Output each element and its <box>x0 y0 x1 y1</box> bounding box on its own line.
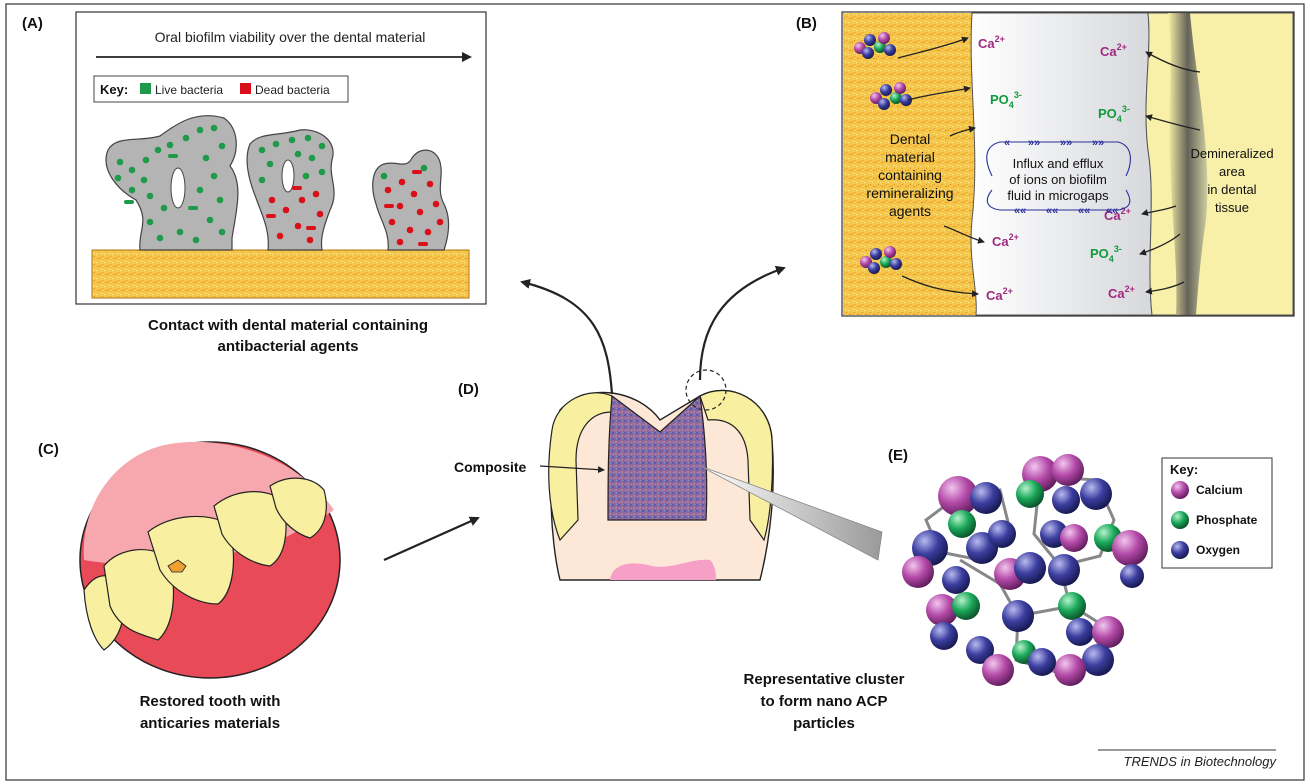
dead-bacteria-swatch <box>240 83 251 94</box>
panel-e: (E) Key: <box>744 447 1273 732</box>
svg-text:»»: »» <box>1092 137 1104 149</box>
panel-c-caption-line1: Restored tooth with <box>140 693 281 710</box>
restoration-filling <box>167 559 187 573</box>
composite-restoration <box>607 394 708 521</box>
viability-arrow-text: Oral biofilm viability over the dental m… <box>155 29 426 45</box>
composite-label: Composite <box>454 459 527 475</box>
panel-a-caption-line1: Contact with dental material containing <box>148 317 428 334</box>
ion-labels: Ca2+ Ca2+ PO43- PO43- Ca2+ Ca2+ PO43- Ca… <box>978 34 1135 303</box>
demin-text-line1: Demineralized <box>1190 146 1273 161</box>
ion-cluster-2 <box>870 82 912 110</box>
panel-d: (D) Composite <box>454 265 883 581</box>
panel-e-caption-line1: Representative cluster <box>744 671 905 688</box>
footer-credit: TRENDS in Biotechnology <box>1124 754 1278 769</box>
phosphate-swatch <box>1171 511 1189 529</box>
arrow-d-to-a <box>520 279 614 395</box>
live-bacteria-label: Live bacteria <box>155 83 223 97</box>
pulp <box>610 559 716 580</box>
ion-flow-arrows <box>897 36 1201 298</box>
flux-text-line1: Influx and efflux <box>1013 156 1104 171</box>
teeth <box>83 477 327 651</box>
composite-pointer <box>539 465 605 474</box>
panel-c: (C) Restored tooth with anticaries mater… <box>38 441 341 732</box>
panel-e-label: (E) <box>888 447 908 464</box>
dead-bacteria-cells <box>266 170 444 246</box>
panel-a: (A) Oral biofilm viability over the dent… <box>22 11 487 355</box>
flux-text-line2: of ions on biofilm <box>1009 172 1107 187</box>
flux-chevrons: « »» »» »» «« «« «« «« <box>1004 137 1118 217</box>
dental-material-slab <box>91 249 470 299</box>
svg-text:«: « <box>1004 137 1010 149</box>
svg-text:««: «« <box>1078 205 1090 217</box>
material-text-line2: material <box>885 149 935 165</box>
panel-c-caption-line2: anticaries materials <box>140 715 280 732</box>
panel-e-caption-line3: particles <box>793 715 855 732</box>
material-text-line1: Dental <box>890 131 930 147</box>
flux-text-line3: fluid in microgaps <box>1007 188 1109 203</box>
dead-bacteria-label: Dead bacteria <box>255 83 330 97</box>
gap-highlight-circle <box>685 369 727 411</box>
panel-a-label: (A) <box>22 15 43 32</box>
svg-text:»»: »» <box>1028 137 1040 149</box>
bacteria-key-box <box>93 75 349 103</box>
acp-cluster-atoms <box>902 454 1148 686</box>
svg-text:PO43-: PO43- <box>1098 104 1130 124</box>
panel-c-label: (C) <box>38 441 59 458</box>
svg-text:»»: »» <box>1060 137 1072 149</box>
calcium-key-label: Calcium <box>1196 483 1243 497</box>
zoom-beam <box>699 465 883 561</box>
arrow-d-to-b <box>698 265 786 381</box>
demineralized-band <box>1168 13 1208 315</box>
svg-text:««: «« <box>1046 205 1058 217</box>
biofilm-left-pore <box>170 167 186 209</box>
material-text-line4: remineralizing <box>866 185 953 201</box>
material-text-line3: containing <box>878 167 942 183</box>
biofilm-middle-pore <box>281 159 295 193</box>
svg-text:««: «« <box>1014 205 1026 217</box>
flux-loop <box>986 141 1131 211</box>
svg-text:Ca2+: Ca2+ <box>978 34 1005 51</box>
oxygen-swatch <box>1171 541 1189 559</box>
arrow-c-to-d <box>383 516 480 562</box>
svg-text:Ca2+: Ca2+ <box>1108 284 1135 301</box>
enamel-left <box>548 392 613 542</box>
calcium-swatch <box>1171 481 1189 499</box>
ion-cluster-1 <box>854 32 896 59</box>
bacteria-key-title: Key: <box>100 82 128 97</box>
figure-border <box>5 3 1305 781</box>
panel-a-caption-line2: antibacterial agents <box>218 338 359 355</box>
material-text-line5: agents <box>889 203 931 219</box>
svg-text:Ca2+: Ca2+ <box>992 232 1019 249</box>
live-bacteria-cells <box>114 124 428 244</box>
dental-material-region <box>843 13 977 315</box>
demin-text-line3: in dental <box>1207 182 1256 197</box>
svg-text:Ca2+: Ca2+ <box>986 286 1013 303</box>
demin-text-line2: area <box>1219 164 1246 179</box>
ion-cluster-3 <box>860 246 902 274</box>
svg-text:PO43-: PO43- <box>990 90 1022 110</box>
panel-b: (B) Dental material containing remineral… <box>796 11 1295 317</box>
phosphate-key-label: Phosphate <box>1196 513 1258 527</box>
live-bacteria-swatch <box>140 83 151 94</box>
svg-text:Ca2+: Ca2+ <box>1104 206 1131 223</box>
panel-b-label: (B) <box>796 15 817 32</box>
demin-text-line4: tissue <box>1215 200 1249 215</box>
svg-text:««: «« <box>1106 205 1118 217</box>
svg-text:PO43-: PO43- <box>1090 244 1122 264</box>
panel-e-caption-line2: to form nano ACP <box>761 693 888 710</box>
atom-key-title: Key: <box>1170 462 1198 477</box>
panel-d-label: (D) <box>458 381 479 398</box>
oxygen-key-label: Oxygen <box>1196 543 1240 557</box>
svg-text:Ca2+: Ca2+ <box>1100 42 1127 59</box>
